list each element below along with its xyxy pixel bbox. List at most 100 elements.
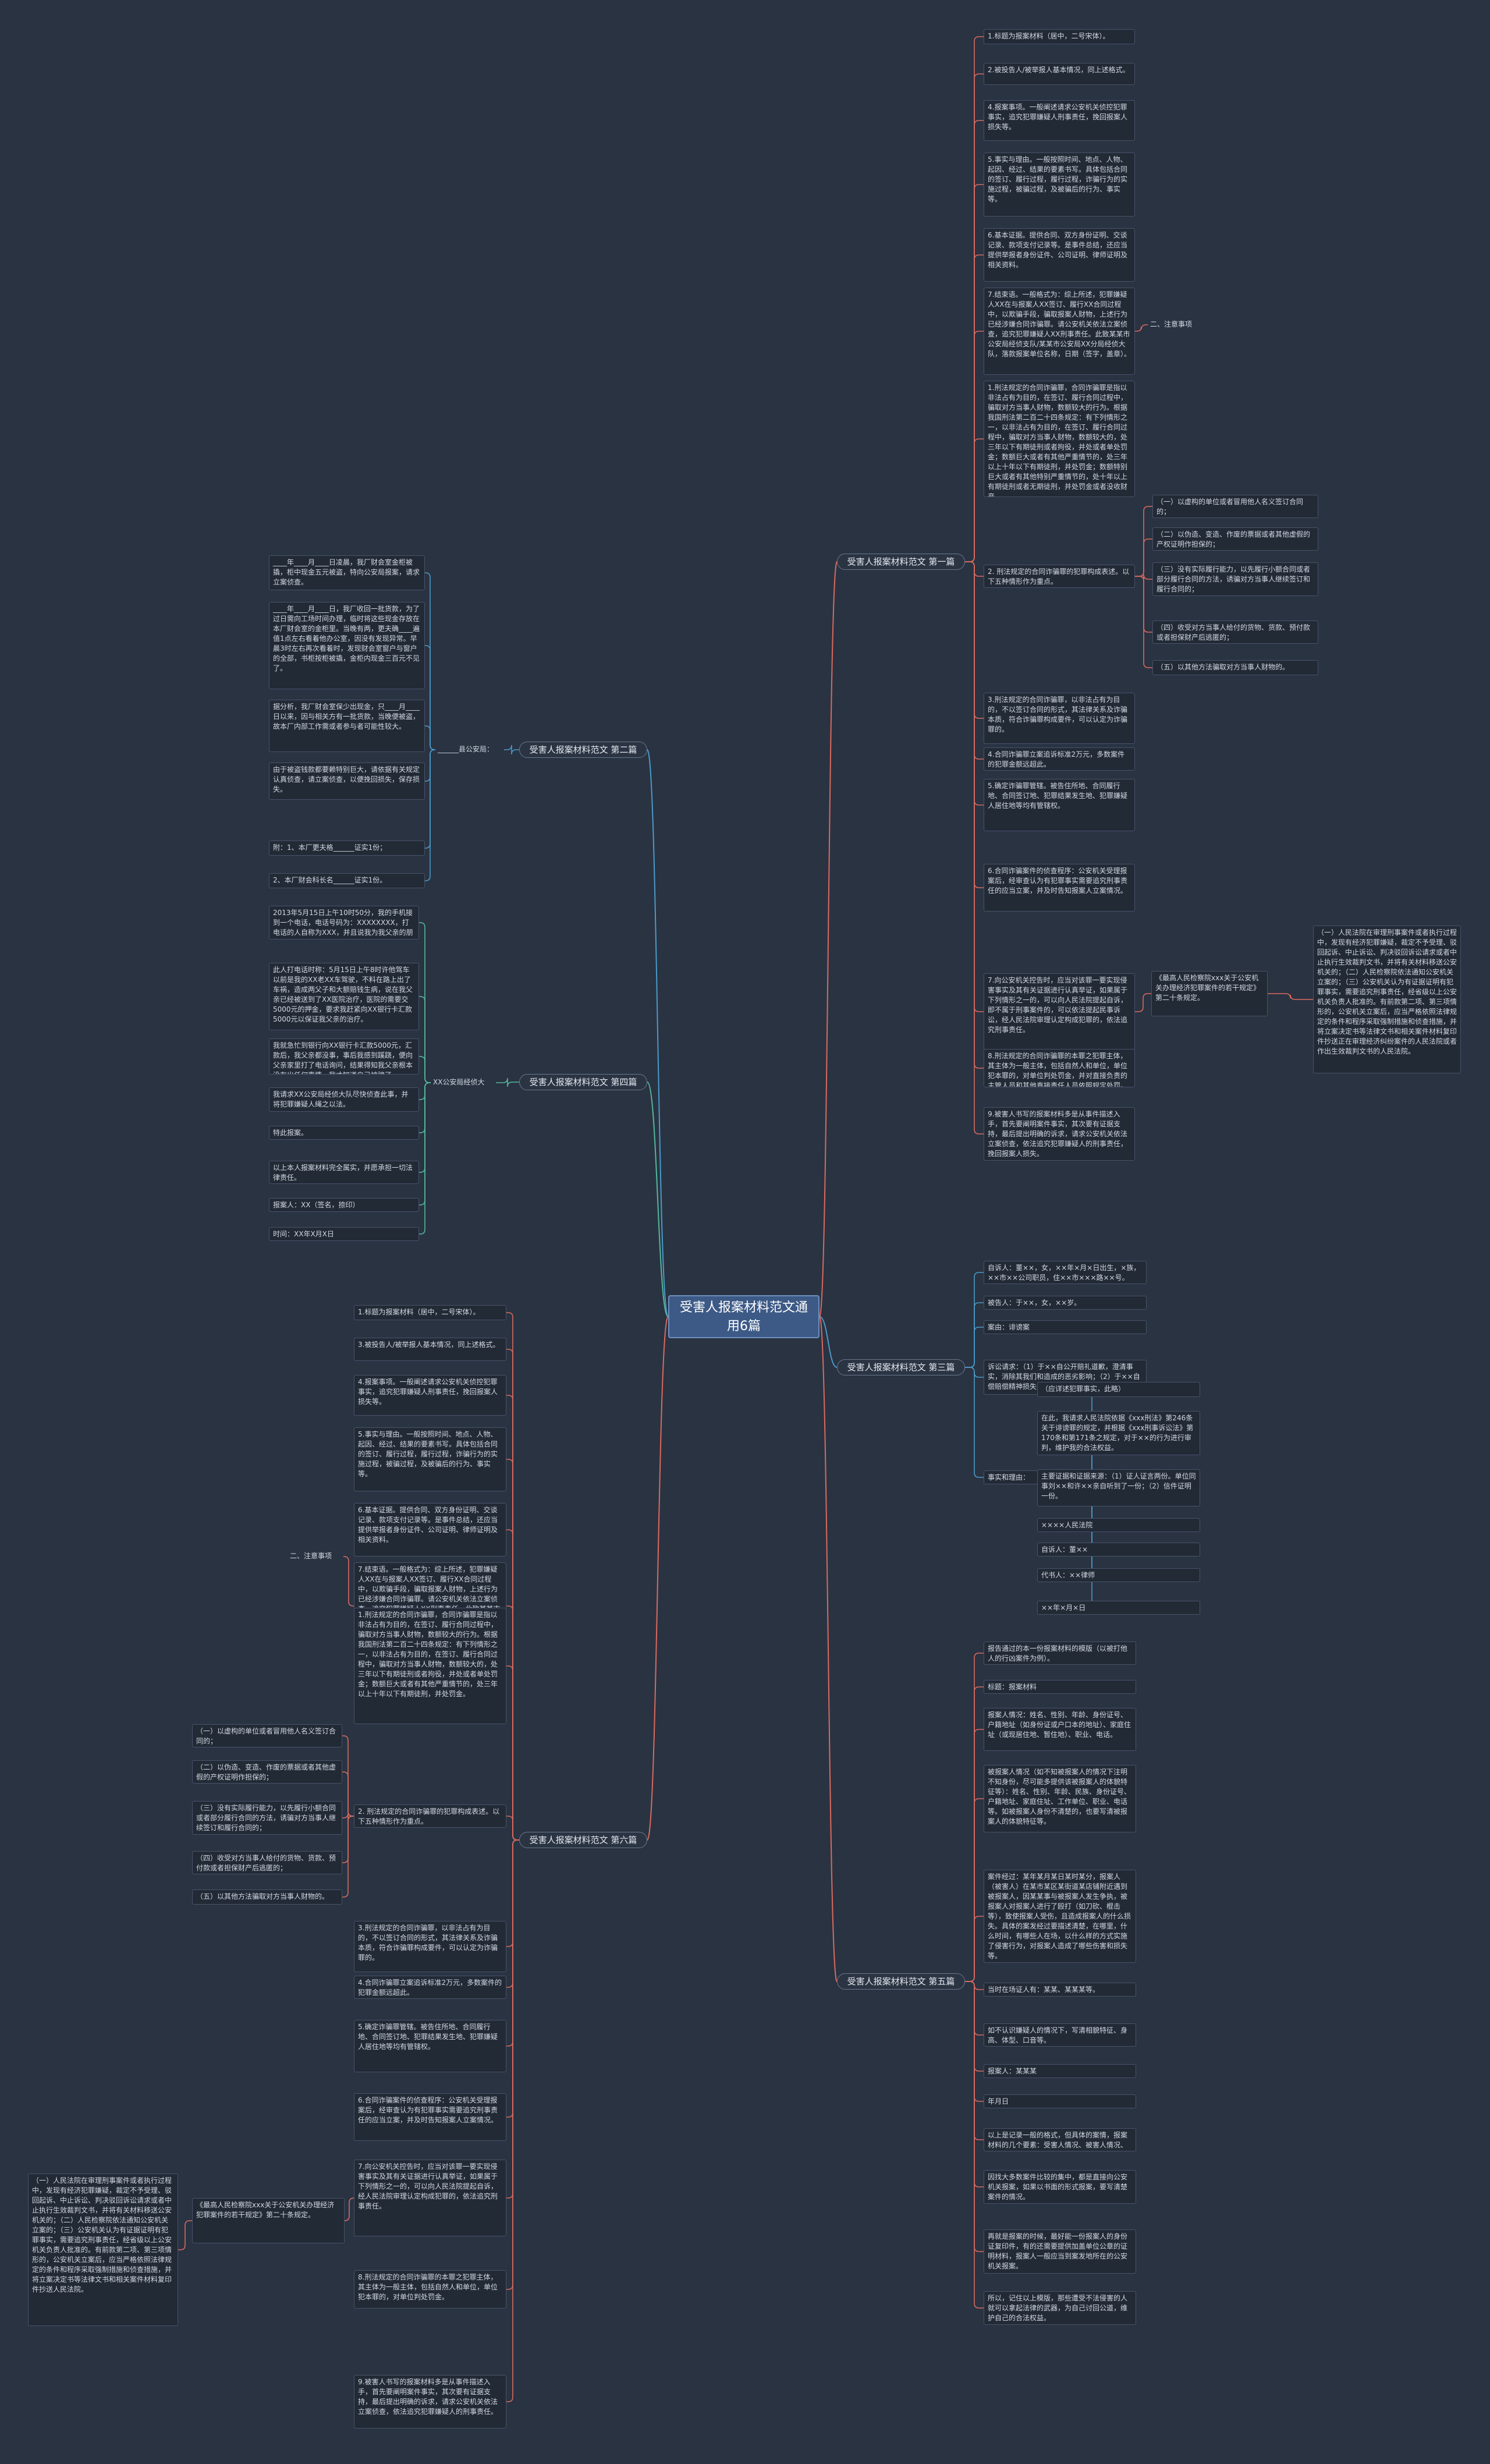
- branch-5[interactable]: 受害人报案材料范文 第五篇: [837, 1973, 965, 1990]
- b2-item-3[interactable]: 据分析，我厂财会室保少出现金，只____月____日以来，因与相关方有一批货款，…: [269, 700, 425, 752]
- b6-item-2[interactable]: 3.被投告人/被举报人基本情况，同上述格式。: [354, 1338, 506, 1361]
- connector: [965, 1367, 984, 1478]
- b6-item-13[interactable]: 7.向公安机关控告时，应当对该罪一要实现侵害事实及其有关证据进行认真举证，如果属…: [354, 2160, 506, 2236]
- b3-item-6[interactable]: （应详述犯罪事实，此略）: [1037, 1382, 1200, 1397]
- b4-item-1[interactable]: 2013年5月15日上午10时50分，我的手机接到一个电话，电话号码为：XXXX…: [269, 906, 419, 939]
- connector: [344, 2197, 354, 2221]
- connector: [419, 1056, 431, 1083]
- b1-item-15[interactable]: 9.被害人书写的报案材料多是从事件描述入手，首先要阐明案件事实，其次要有证据支持…: [984, 1107, 1135, 1161]
- b6-item-10[interactable]: 4.合同诈骗罪立案追诉标准2万元，多数案件的犯罪金额远超此。: [354, 1976, 506, 1999]
- b6-item-8[interactable]: 2. 刑法规定的合同诈骗罪的犯罪构成表述。以下五种情形作为重点。: [354, 1804, 506, 1828]
- b4-item-8[interactable]: 时间：XX年X月X日: [269, 1227, 419, 1241]
- b6-item-1[interactable]: 1.标题为报案材料（居中，二号宋体）。: [354, 1305, 506, 1320]
- b1-item-1[interactable]: 1.标题为报案材料（居中，二号宋体）。: [984, 29, 1135, 44]
- b6-sub-item-2[interactable]: （二）以伪造、变造、作废的票据或者其他虚假的产权证明作担保的；: [192, 1760, 342, 1784]
- b5-item-6[interactable]: 当时在场证人有：某某、某某某等。: [984, 1983, 1136, 1997]
- b5-item-11[interactable]: 因找大多数案件比较的集中，都是直接向公安机关报案，如果以书面的形式报案，要写清楚…: [984, 2170, 1136, 2204]
- b4-label[interactable]: XX公安局经侦大队：: [433, 1078, 485, 1089]
- b2-item-1[interactable]: ____年____月____日凌晨，我厂财会室金柜被撬，柜中现金五元被盗，特向公…: [269, 555, 425, 590]
- b1-sub-item-3[interactable]: （三）没有实际履行能力，以先履行小额合同或者部分履行合同的方法，诱骗对方当事人继…: [1152, 562, 1318, 596]
- b6-sub-item-1[interactable]: （一）以虚构的单位或者冒用他人名义签订合同的；: [192, 1724, 342, 1747]
- b1-item-14[interactable]: 8.刑法规定的合同诈骗罪的本罪之犯罪主体，其主体为一般主体，包括自然人和单位，单…: [984, 1049, 1135, 1087]
- branch-4[interactable]: 受害人报案材料范文 第四篇: [519, 1074, 647, 1090]
- branch-1[interactable]: 受害人报案材料范文 第一篇: [837, 554, 965, 570]
- b2-item-4[interactable]: 由于被盗钱款都要赖特别巨大，请依据有关规定认真侦查，请立案侦查，以便挽回损失，保…: [269, 763, 425, 800]
- b4-item-3[interactable]: 我就急忙到银行向XX银行卡汇款5000元，汇款后，我父亲都没事，事后我感到蹊跷，…: [269, 1038, 419, 1075]
- b5-item-7[interactable]: 如不认识嫌疑人的情况下，写清相貌特征、身高、体型、口音等。: [984, 2023, 1136, 2047]
- b1-item-6[interactable]: 7.结束语。一般格式为：综上所述，犯罪嫌疑人XX在与报案人XX签订、履行XX合同…: [984, 288, 1135, 375]
- b5-item-5[interactable]: 案件经过：某年某月某日某时某分，报案人（被害人）在某市某区某街道某店铺附近遇到被…: [984, 1870, 1136, 1963]
- b1-note-label[interactable]: 二、注意事项: [1150, 320, 1193, 328]
- branch-6[interactable]: 受害人报案材料范文 第六篇: [519, 1832, 647, 1848]
- b2-item-5[interactable]: 附：1、本厂更夫格______证实1份；: [269, 841, 425, 856]
- b3-item-2[interactable]: 被告人：于××，女，××岁。: [984, 1296, 1147, 1310]
- b1-item-12[interactable]: 6.合同诈骗案件的侦查程序：公安机关受理报案后，经审查认为有犯罪事实需要追究刑事…: [984, 864, 1135, 912]
- branch-2[interactable]: 受害人报案材料范文 第二篇: [519, 742, 647, 758]
- b2-item-2[interactable]: ____年____月____日，我厂收回一批货款，为了过日需向工场时间办理，临时…: [269, 602, 425, 689]
- b4-item-6[interactable]: 以上本人报案材料完全属实，并愿承担一切法律责任。: [269, 1161, 419, 1184]
- b5-item-8[interactable]: 报案人：某某某: [984, 2064, 1136, 2078]
- b4-item-7[interactable]: 报案人：XX（签名，捺印）: [269, 1198, 419, 1212]
- b6-item-7[interactable]: 1.刑法规定的合同诈骗罪，合同诈骗罪是指以非法占有为目的，在签订、履行合同过程中…: [354, 1608, 506, 1724]
- b6-law-text[interactable]: （一）人民法院在审理刑事案件或者执行过程中，发现有经济犯罪嫌疑，裁定不予受理、驳…: [28, 2174, 178, 2326]
- b1-item-8[interactable]: 2. 刑法规定的合同诈骗罪的犯罪构成表述。以下五种情形作为重点。: [984, 565, 1135, 588]
- b4-item-4[interactable]: 我请求XX公安局经侦大队尽快侦查此事，并将犯罪嫌疑人绳之以法。: [269, 1087, 419, 1112]
- b6-item-12[interactable]: 6.合同诈骗案件的侦查程序：公安机关受理报案后，经审查认为有犯罪事实需要追究刑事…: [354, 2093, 506, 2141]
- b3-item-11[interactable]: 代书人：××律师: [1037, 1568, 1200, 1582]
- b6-item-3[interactable]: 4.报案事项。一般阐述请求公安机关侦控犯罪事实，追究犯罪嫌疑人刑事责任，挽回报案…: [354, 1375, 506, 1416]
- b1-item-10[interactable]: 4.合同诈骗罪立案追诉标准2万元，多数案件的犯罪金额远超此。: [984, 747, 1135, 771]
- b1-item-13[interactable]: 7.向公安机关控告时，应当对该罪一要实现侵害事实及其有关证据进行认真举证，如果属…: [984, 973, 1135, 1050]
- b4-item-2[interactable]: 此人打电话时称：5月15日上午8时许他驾车以前是我的XX老XX车驾驶，不料在路上…: [269, 963, 419, 1030]
- b1-item-3[interactable]: 4.报案事项。一般阐述请求公安机关侦控犯罪事实，追究犯罪嫌疑人刑事责任，挽回报案…: [984, 100, 1135, 141]
- b3-item-1[interactable]: 自诉人：董××，女，××年×月×日出生，×族，××市××公司职员，住××市×××…: [984, 1261, 1147, 1284]
- b6-note-label[interactable]: 二、注意事项: [290, 1552, 332, 1560]
- b6-sub-item-4[interactable]: （四）收受对方当事人给付的货物、货款、预付款或者担保财产后逃匿的；: [192, 1851, 342, 1874]
- b1-item-7[interactable]: 1.刑法规定的合同诈骗罪，合同诈骗罪是指以非法占有为目的，在签订、履行合同过程中…: [984, 381, 1135, 497]
- b3-item-7[interactable]: 在此，我请求人民法院依据《xxx刑法》第246条关于诽谤罪的规定，并根据《xxx…: [1037, 1411, 1200, 1455]
- b1-item-4[interactable]: 5.事实与理由。一般按照时间、地点、人物、起因、经过、结果的要素书写。具体包括合…: [984, 153, 1135, 217]
- b5-item-12[interactable]: 再就是报案的时候，最好能一份报案人的身份证复印件，有的还需要提供加盖单位公章的证…: [984, 2229, 1136, 2274]
- b5-item-3[interactable]: 报案人情况：姓名、性别、年龄、身份证号、户籍地址（如身份证或户口本的地址）、家庭…: [984, 1708, 1136, 1751]
- b5-item-9[interactable]: 年月日: [984, 2094, 1136, 2108]
- connector: [965, 1916, 984, 1982]
- b2-label[interactable]: ______县公安局：: [438, 745, 494, 753]
- b3-item-8[interactable]: 主要证据和证据来源：（1）证人证言两份。单位同事刘××和许××亲自听到了一份；（…: [1037, 1469, 1200, 1506]
- b6-sub-item-5[interactable]: （五）以其他方法骗取对方当事人财物的。: [192, 1889, 342, 1905]
- b1-item-9[interactable]: 3.刑法规定的合同诈骗罪，以非法占有为目的，不以签订合同的形式，其法律关系及诈骗…: [984, 693, 1135, 744]
- b1-item-5[interactable]: 6.基本证据。提供合同、双方身份证明、交谈记录、款项支付记录等。是事件总结，还应…: [984, 228, 1135, 282]
- connector: [1135, 993, 1151, 1012]
- b1-item-11[interactable]: 5.确定诈骗罪管辖。被告住所地、合同履行地、合同签订地、犯罪结果发生地、犯罪嫌疑…: [984, 779, 1135, 831]
- b5-item-13[interactable]: 所以，记住以上模版，那些遭受不法侵害的人就可以拿起法律的武器，为自己讨回公道，维…: [984, 2291, 1136, 2325]
- b3-item-3[interactable]: 案由：诽谤案: [984, 1320, 1147, 1334]
- root-topic[interactable]: 受害人报案材料范文通用6篇: [668, 1295, 820, 1338]
- connector: [647, 749, 669, 1317]
- b5-item-1[interactable]: 报告通过的本一份报案材料的模版（以被打他人的行凶案件为例）。: [984, 1642, 1136, 1665]
- b1-sub-item-2[interactable]: （二）以伪造、变造、作废的票据或者其他虚假的产权证明作担保的；: [1152, 527, 1318, 551]
- b4-item-5[interactable]: 特此报案。: [269, 1126, 419, 1140]
- b6-item-4[interactable]: 5.事实与理由。一般按照时间、地点、人物、起因、经过、结果的要素书写。具体包括合…: [354, 1427, 506, 1491]
- b3-item-9[interactable]: ××××人民法院: [1037, 1518, 1200, 1532]
- b1-law-text[interactable]: （一）人民法院在审理刑事案件或者执行过程中，发现有经济犯罪嫌疑，裁定不予受理、驳…: [1313, 926, 1461, 1073]
- b3-item-10[interactable]: 自诉人：董××: [1037, 1543, 1200, 1557]
- b5-item-2[interactable]: 标题：报案材料: [984, 1680, 1136, 1694]
- b5-item-10[interactable]: 以上是记录一般的格式，但具体的案情，报案材料的几个要素：受害人情况、被害人情况、…: [984, 2128, 1136, 2151]
- connector: [1135, 538, 1152, 577]
- b6-item-14[interactable]: 8.刑法规定的合同诈骗罪的本罪之犯罪主体，其主体为一般主体，包括自然人和单位，单…: [354, 2270, 506, 2309]
- b5-item-4[interactable]: 被报案人情况（如不知被报案人的情况下注明不知身份，尽可能多提供该被报案人的体貌特…: [984, 1765, 1136, 1832]
- b1-sub-item-1[interactable]: （一）以虚构的单位或者冒用他人名义签订合同的；: [1152, 495, 1318, 518]
- b6-item-9[interactable]: 3.刑法规定的合同诈骗罪，以非法占有为目的，不以签订合同的形式，其法律关系及诈骗…: [354, 1921, 506, 1972]
- b1-law-label[interactable]: 《最高人民检察院xxx关于公安机关办理经济犯罪案件的若干规定》第二十条规定。: [1151, 971, 1268, 1016]
- b2-item-6[interactable]: 2、本厂财会科长名______证实1份。: [269, 873, 425, 888]
- b6-item-5[interactable]: 6.基本证据。提供合同、双方身份证明、交谈记录、款项支付记录等。是事件总结，还应…: [354, 1503, 506, 1557]
- b1-item-2[interactable]: 2.被投告人/被举报人基本情况，同上述格式。: [984, 63, 1135, 85]
- b6-sub-item-3[interactable]: （三）没有实际履行能力，以先履行小额合同或者部分履行合同的方法，诱骗对方当事人继…: [192, 1801, 342, 1835]
- b1-sub-item-5[interactable]: （五）以其他方法骗取对方当事人财物的。: [1152, 660, 1318, 675]
- connector: [342, 1771, 354, 1817]
- b6-law-label[interactable]: 《最高人民检察院xxx关于公安机关办理经济犯罪案件的若干规定》第二十条规定。: [192, 2198, 345, 2243]
- branch-3[interactable]: 受害人报案材料范文 第三篇: [837, 1359, 965, 1375]
- b1-sub-item-4[interactable]: （四）收受对方当事人给付的货物、货款、预付款或者担保财产后逃匿的；: [1152, 621, 1318, 644]
- b6-item-11[interactable]: 5.确定诈骗罪管辖。被告住所地、合同履行地、合同签订地、犯罪结果发生地、犯罪嫌疑…: [354, 2020, 506, 2072]
- b3-item-12[interactable]: ××年×月×日: [1037, 1601, 1200, 1615]
- b6-item-15[interactable]: 9.被害人书写的报案材料多是从事件描述入手，首先要阐明案件事实，其次要有证据支持…: [354, 2375, 506, 2428]
